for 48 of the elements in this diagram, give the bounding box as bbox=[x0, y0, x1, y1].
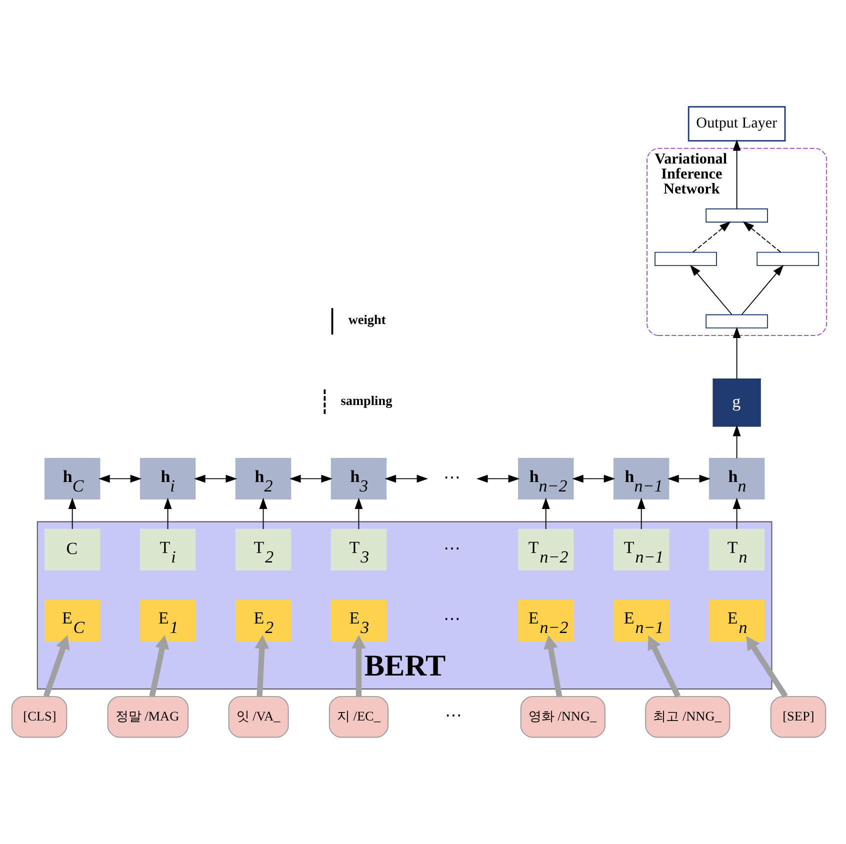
arrow bbox=[648, 636, 681, 698]
arrow bbox=[668, 474, 711, 483]
node-box bbox=[654, 252, 717, 266]
arrow bbox=[542, 498, 550, 530]
node-text: ⋯ bbox=[443, 468, 460, 487]
arrow bbox=[194, 474, 238, 483]
node-box bbox=[706, 314, 768, 328]
label: ⋯ bbox=[445, 706, 462, 726]
node-box bbox=[706, 208, 768, 223]
legend-label: weight bbox=[348, 312, 386, 327]
node-box: Output Layer bbox=[688, 106, 786, 142]
node-box bbox=[756, 252, 820, 266]
node-box: 지 /EC_ bbox=[328, 696, 388, 738]
arrow bbox=[692, 221, 731, 253]
arrow bbox=[742, 221, 782, 253]
node-box: 정말 /MAG bbox=[107, 696, 189, 738]
node-box: 최고 /NNG_ bbox=[645, 696, 730, 738]
arrow bbox=[259, 498, 268, 530]
arrow bbox=[732, 498, 741, 530]
arrow bbox=[732, 326, 741, 380]
node-box: [SEP] bbox=[770, 696, 826, 738]
arrow bbox=[476, 474, 520, 483]
arrow bbox=[164, 498, 172, 530]
arrow bbox=[690, 264, 732, 315]
arrow bbox=[289, 474, 333, 483]
arrow bbox=[98, 474, 142, 483]
node-box: C bbox=[44, 528, 100, 570]
arrow bbox=[43, 635, 70, 698]
label: ⋯ bbox=[443, 610, 460, 629]
arrow bbox=[746, 636, 788, 698]
arrow bbox=[68, 498, 76, 530]
arrow bbox=[544, 634, 562, 697]
label: ⋯ bbox=[443, 538, 460, 558]
arrow bbox=[732, 139, 741, 210]
arrow bbox=[741, 264, 784, 315]
arrow bbox=[732, 424, 741, 459]
arrow bbox=[352, 634, 366, 696]
arrow bbox=[354, 498, 363, 530]
node-box: g bbox=[712, 378, 761, 427]
arrow bbox=[572, 474, 616, 483]
node-box: [CLS] bbox=[11, 696, 68, 738]
arrow bbox=[637, 498, 646, 530]
arrow bbox=[254, 634, 270, 697]
node-box: 잇 /VA_ bbox=[228, 696, 289, 738]
arrow bbox=[149, 635, 170, 697]
legend-label: sampling bbox=[340, 393, 392, 408]
arrow bbox=[384, 474, 428, 483]
node-box: 영화 /NNG_ bbox=[520, 696, 606, 738]
